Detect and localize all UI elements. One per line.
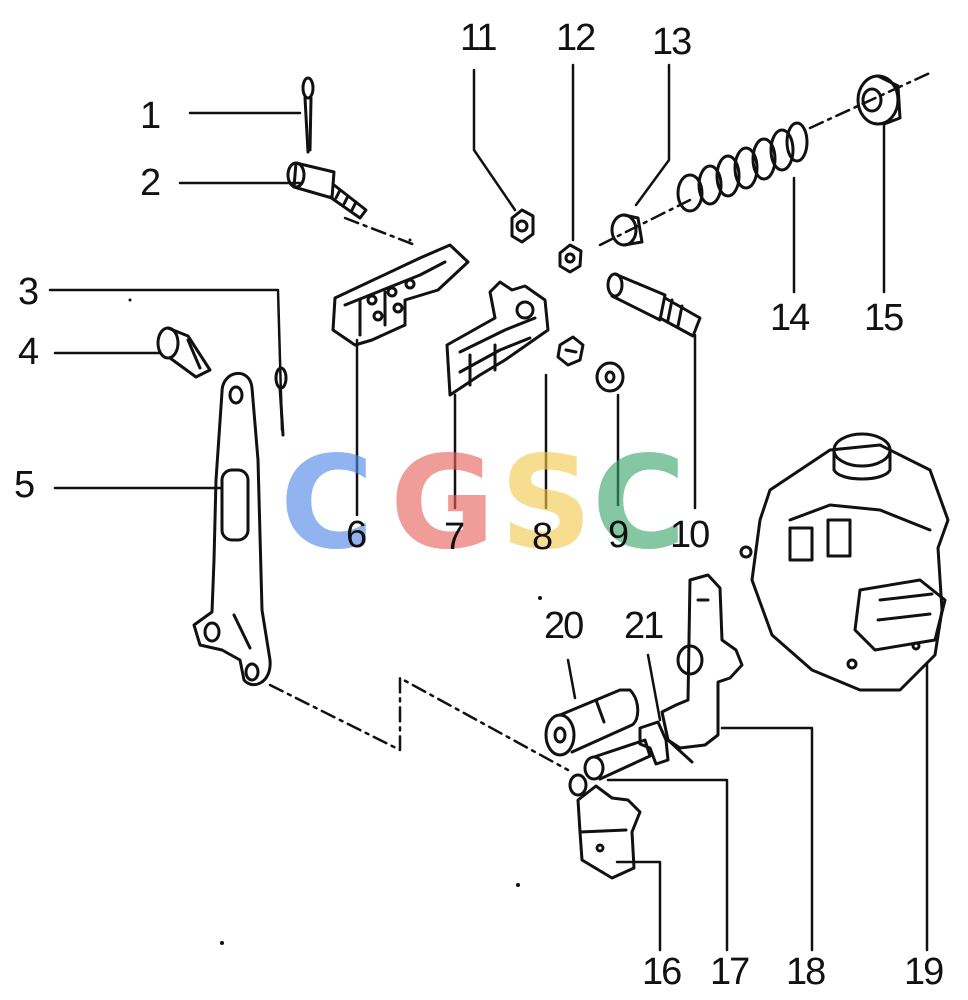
callout-3: 3	[18, 271, 39, 313]
callout-1: 1	[140, 95, 161, 137]
callout-6: 6	[346, 514, 367, 556]
print-specks	[128, 238, 542, 945]
callout-17: 17	[710, 951, 750, 993]
callout-9: 9	[608, 514, 629, 556]
watermark-letter-1-text: C	[280, 429, 374, 578]
callout-2: 2	[140, 162, 161, 204]
callout-10: 10	[670, 514, 710, 556]
watermark-letter-1: C	[280, 440, 374, 568]
callout-7: 7	[444, 516, 465, 558]
watermark-letter-4: C	[592, 440, 686, 568]
part-12-nut	[558, 243, 583, 274]
part-14-spring	[676, 121, 809, 213]
part-1-split-pin	[301, 76, 315, 154]
callout-4: 4	[18, 331, 39, 373]
part-10-bolt	[606, 272, 702, 338]
callout-19: 19	[904, 951, 944, 993]
callout-18: 18	[786, 951, 826, 993]
part-3-pin	[274, 366, 288, 437]
part-17-pin	[583, 738, 652, 781]
assembly-axes	[268, 70, 934, 772]
watermark-letter-3-text: S	[500, 429, 593, 578]
callout-12: 12	[556, 17, 596, 59]
part-16-bracket	[568, 773, 642, 880]
part-13-bushing	[610, 213, 644, 247]
part-21-clip	[638, 720, 670, 766]
callout-15: 15	[864, 297, 904, 339]
part-2-bolt	[286, 161, 368, 220]
callout-13: 13	[652, 21, 692, 63]
watermark-letter-2: G	[390, 440, 495, 568]
part-19-housing	[739, 432, 950, 692]
part-5-lever	[192, 371, 272, 686]
watermark-letter-2-text: G	[390, 429, 496, 578]
part-11-nut	[510, 208, 535, 244]
callout-11: 11	[460, 17, 497, 59]
watermark-letter-3: S	[500, 440, 592, 568]
callout-20: 20	[544, 605, 584, 647]
part-18-bracket	[660, 573, 744, 764]
watermark-letter-4-text: C	[592, 429, 686, 578]
leader-lines	[48, 63, 929, 952]
callout-14: 14	[770, 297, 810, 339]
part-9-washer	[595, 361, 625, 393]
callout-8: 8	[532, 516, 553, 558]
callout-5: 5	[14, 464, 35, 506]
part-6-bracket	[331, 243, 470, 347]
part-4-bolt	[156, 326, 212, 379]
callout-16: 16	[642, 951, 682, 993]
part-8-nut	[556, 335, 585, 367]
part-20-sleeve	[544, 688, 640, 757]
part-7-carrier	[445, 280, 550, 397]
part-15-cap	[856, 74, 902, 126]
callout-21: 21	[624, 605, 664, 647]
